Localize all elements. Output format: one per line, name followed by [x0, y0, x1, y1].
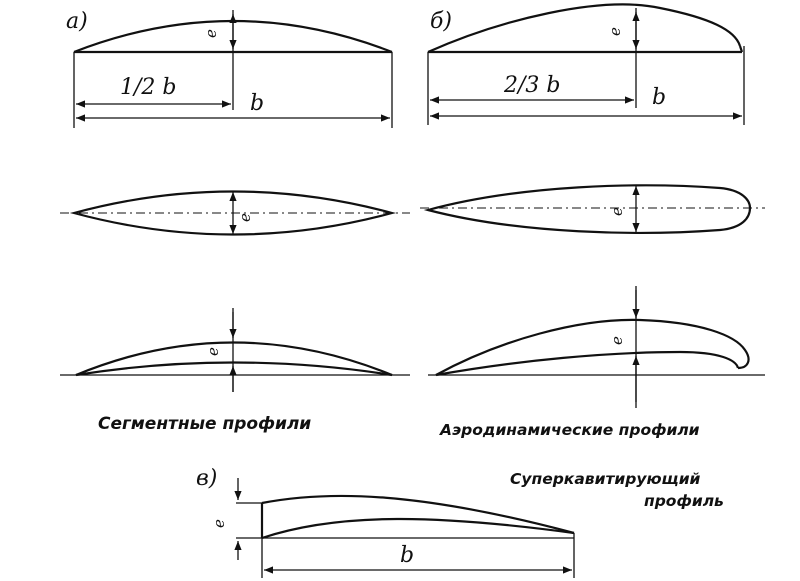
thickness-label: e	[608, 336, 626, 345]
supercavitating-profile: e b в)	[196, 466, 575, 578]
thickness-label: e	[608, 207, 626, 216]
segment-profile-cambered: e	[60, 308, 410, 392]
two-thirds-chord-label: 2/3 b	[503, 73, 560, 98]
super-caption-line2: профиль	[644, 492, 724, 510]
super-caption-line1: Суперкавитирующий	[510, 470, 701, 488]
label-b: б)	[430, 9, 452, 34]
segment-profile-top: e 1/2 b b а)	[66, 9, 393, 128]
thickness-label: e	[606, 27, 624, 36]
aero-profile-symmetric: e	[420, 184, 765, 234]
thickness-label: e	[202, 29, 220, 38]
chord-label: b	[250, 91, 264, 116]
segment-profile-symmetric: e	[60, 190, 410, 236]
chord-label: b	[400, 543, 414, 568]
segment-caption: Сегментные профили	[98, 414, 312, 434]
thickness-label: e	[210, 519, 228, 528]
aero-profile-cambered: e	[428, 286, 765, 408]
chord-label: b	[652, 85, 666, 110]
label-c: в)	[196, 466, 217, 491]
thickness-label: e	[236, 213, 254, 222]
aero-caption: Аэродинамические профили	[440, 421, 700, 439]
label-a: а)	[66, 9, 88, 34]
thickness-label: e	[204, 347, 222, 356]
aero-profile-top: e 2/3 b b б)	[427, 3, 745, 125]
half-chord-label: 1/2 b	[120, 75, 176, 100]
